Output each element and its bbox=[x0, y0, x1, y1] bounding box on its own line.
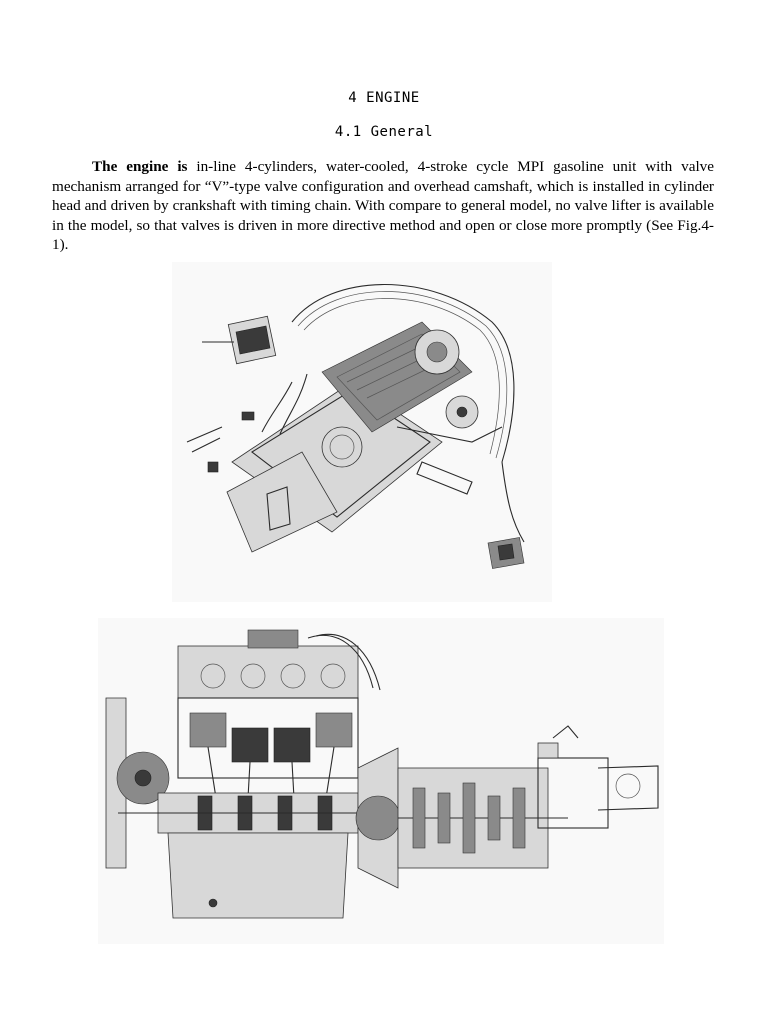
section-heading: 4.1 General bbox=[334, 124, 434, 140]
intro-paragraph: The engine is in-line 4-cylinders, water… bbox=[52, 157, 714, 255]
engine-transmission-cross-section bbox=[98, 618, 664, 944]
paragraph-text: in-line 4-cylinders, water-cooled, 4-str… bbox=[52, 158, 714, 253]
engine-perspective-drawing bbox=[172, 262, 552, 602]
chapter-heading: 4 ENGINE bbox=[348, 90, 420, 106]
bold-lead-text: The engine is bbox=[92, 158, 188, 175]
